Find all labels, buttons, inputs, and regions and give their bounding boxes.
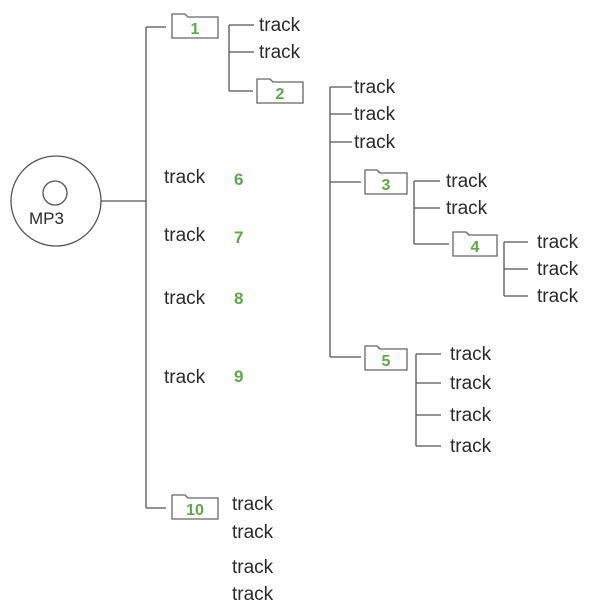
folder-4-track-1: track xyxy=(537,232,579,253)
folder-icon xyxy=(171,13,219,39)
folder-number: 10 xyxy=(186,502,204,519)
folder-4-track-2: track xyxy=(537,259,579,280)
folder-5: 5 xyxy=(364,343,408,371)
folder-10: 10 xyxy=(171,492,219,520)
folder-10-track-2: track xyxy=(232,522,274,543)
folder-10-track-1: track xyxy=(232,494,274,515)
folder-number: 3 xyxy=(381,177,391,194)
folder-4: 4 xyxy=(452,229,498,257)
mp3-disc-label: MP3 xyxy=(29,209,64,228)
track-number-9: 9 xyxy=(234,367,244,386)
folder-icon xyxy=(256,78,304,104)
root-track-9: track xyxy=(164,367,206,388)
folder-10-track-3: track xyxy=(232,557,274,578)
root-track-6: track xyxy=(164,167,206,188)
folder-icon xyxy=(171,494,219,520)
folder-icon xyxy=(452,231,498,257)
folder-number: 1 xyxy=(190,21,200,38)
track-number-6: 6 xyxy=(234,170,244,189)
folder-2-track-3: track xyxy=(354,132,396,153)
folder-number: 5 xyxy=(381,353,391,370)
track-number-8: 8 xyxy=(234,289,244,308)
folder-number: 2 xyxy=(275,86,285,103)
root-track-8: track xyxy=(164,288,206,309)
track-number-7: 7 xyxy=(234,228,244,247)
folder-2-track-2: track xyxy=(354,104,396,125)
folder-icon xyxy=(364,169,408,195)
folder-1-track-1: track xyxy=(259,15,301,36)
folder-1: 1 xyxy=(171,11,219,39)
folder-number: 4 xyxy=(470,239,480,256)
folder-1-track-2: track xyxy=(259,42,301,63)
folder-2: 2 xyxy=(256,76,304,104)
folder-5-track-4: track xyxy=(450,436,492,457)
root-track-7: track xyxy=(164,225,206,246)
folder-5-track-2: track xyxy=(450,373,492,394)
folder-2-track-1: track xyxy=(354,77,396,98)
folder-4-track-3: track xyxy=(537,286,579,307)
folder-10-track-4: track xyxy=(232,584,274,605)
folder-5-track-1: track xyxy=(450,344,492,365)
folder-5-track-3: track xyxy=(450,405,492,426)
folder-3-track-1: track xyxy=(446,171,488,192)
folder-3: 3 xyxy=(364,167,408,195)
folder-3-track-2: track xyxy=(446,198,488,219)
folder-icon xyxy=(364,345,408,371)
